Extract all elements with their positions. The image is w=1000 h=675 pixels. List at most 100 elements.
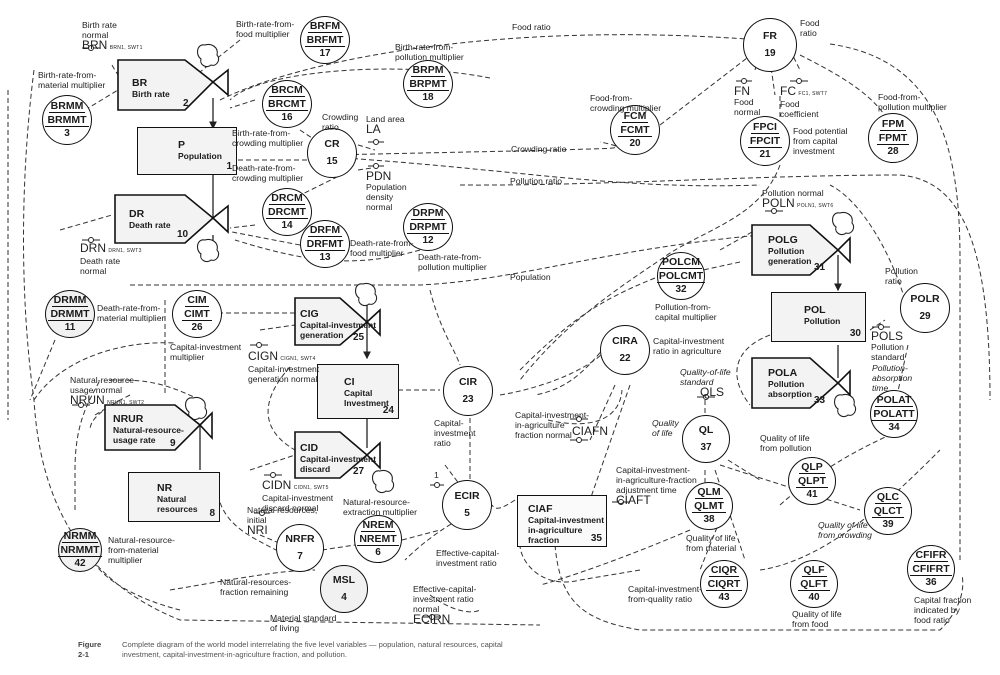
equation-number: 26 <box>191 322 203 333</box>
label-qlf: Quality of life from food <box>792 609 842 629</box>
source-cloud-polg <box>831 211 855 236</box>
const-desc: Pollution standard <box>871 342 905 362</box>
table-var: BRCM <box>269 84 305 97</box>
equation-number: 5 <box>464 508 470 519</box>
sink-cloud-dr <box>196 238 220 263</box>
rate-name: Natural-resource- usage rate <box>113 425 184 445</box>
table-var: CIQR <box>708 564 740 577</box>
label-nrmm: Natural-resource- from-material multipli… <box>108 535 175 565</box>
figure-caption-text: Complete diagram of the world model inte… <box>122 640 503 659</box>
const-switch: FC1, SWT7 <box>798 91 828 97</box>
table-var: CFIFR <box>913 549 949 562</box>
label-fr: Food ratio <box>800 18 820 38</box>
label-cira: Capital-investment ratio in agriculture <box>653 336 725 356</box>
table-name: FPMT <box>876 132 910 145</box>
table-name: QLCT <box>871 505 905 518</box>
aux-code: CIRA <box>612 335 638 347</box>
equation-number: 19 <box>764 48 776 59</box>
level-code: NR <box>157 482 173 494</box>
equation-number: 9 <box>170 438 176 449</box>
table-name: DRCMT <box>266 206 308 219</box>
table-var: POLCM <box>660 256 702 269</box>
aux-code: CIR <box>458 376 478 388</box>
valve-br <box>211 68 229 97</box>
equation-number: 24 <box>382 405 394 416</box>
table-name: BRPMT <box>407 78 449 91</box>
equation-number: 37 <box>700 442 712 453</box>
const-code: PDN <box>366 169 392 183</box>
level-name: Population <box>178 151 222 161</box>
table-name: CIQRT <box>705 578 743 591</box>
rate-name: Pollution generation <box>768 246 812 266</box>
const-desc: Land area <box>366 114 405 124</box>
equation-number: 7 <box>297 551 303 562</box>
const-code: POLN <box>762 196 795 210</box>
equation-number: 15 <box>326 156 338 167</box>
const-code: DRN <box>80 241 106 255</box>
const-ciaft: Capital-investment- in-agriculture-fract… <box>616 465 697 506</box>
const-ciafn: Capital-investment- in-agriculture fract… <box>515 410 589 440</box>
equation-number: 20 <box>629 138 641 149</box>
equation-number: 12 <box>422 235 434 246</box>
level-name: Pollution <box>804 316 841 326</box>
equation-number: 35 <box>590 533 602 544</box>
rate-code: CID <box>300 442 319 454</box>
table-var: BRMM <box>48 100 86 113</box>
rate-code: BR <box>132 77 148 89</box>
const-desc: Capital-investment- in-agriculture-fract… <box>616 465 697 495</box>
equation-number: 36 <box>925 577 937 588</box>
const-desc: Pollution normal <box>762 188 824 198</box>
aux-code: POLR <box>910 293 940 305</box>
rate-code: POLG <box>768 234 798 246</box>
equation-number: 38 <box>703 514 715 525</box>
rate-name: Birth rate <box>132 89 170 99</box>
link-label-population: Population <box>510 272 551 282</box>
sink-cloud-nrur <box>184 396 208 421</box>
aux-code: NRFR <box>285 533 315 545</box>
const-desc: Natural resources, initial <box>247 505 318 525</box>
label-drmm: Death-rate-from- material multiplier <box>97 303 165 323</box>
level-name: Capital-investment in-agriculture fracti… <box>528 515 605 545</box>
const-desc: Capital-investment discard normal <box>262 493 334 513</box>
sink-cloud-pola <box>833 393 857 418</box>
const-desc: Natural-resource usage normal <box>70 375 134 395</box>
const-code: NRI <box>247 523 268 537</box>
label-polcm: Pollution-from- capital multiplier <box>655 302 717 322</box>
equation-number: 34 <box>888 422 900 433</box>
valve-cid <box>365 441 381 470</box>
table-var: NREM <box>360 519 396 532</box>
label-qlp: Quality of life from pollution <box>760 433 812 453</box>
table-var: FPCI <box>751 121 779 134</box>
figure-label: Figure 2-1 <box>78 640 102 659</box>
table-name: QLFT <box>798 578 830 591</box>
rate-shape-nrur <box>104 404 202 451</box>
equation-number: 30 <box>849 328 861 339</box>
const-desc: Birth rate normal <box>82 20 117 40</box>
aux-nrfr: NRFR 7 <box>276 524 324 572</box>
table-var: QLM <box>695 486 723 499</box>
rate-name: Pollution absorption <box>768 379 812 399</box>
link-fr-right <box>829 43 961 560</box>
valve-cig <box>365 308 381 337</box>
rate-shape-cig <box>294 297 369 346</box>
label-nrem: Natural-resource- extraction multiplier <box>343 497 418 517</box>
level-code: P <box>178 139 186 151</box>
label-brcm: Birth-rate-from- crowding multiplier <box>232 128 304 148</box>
